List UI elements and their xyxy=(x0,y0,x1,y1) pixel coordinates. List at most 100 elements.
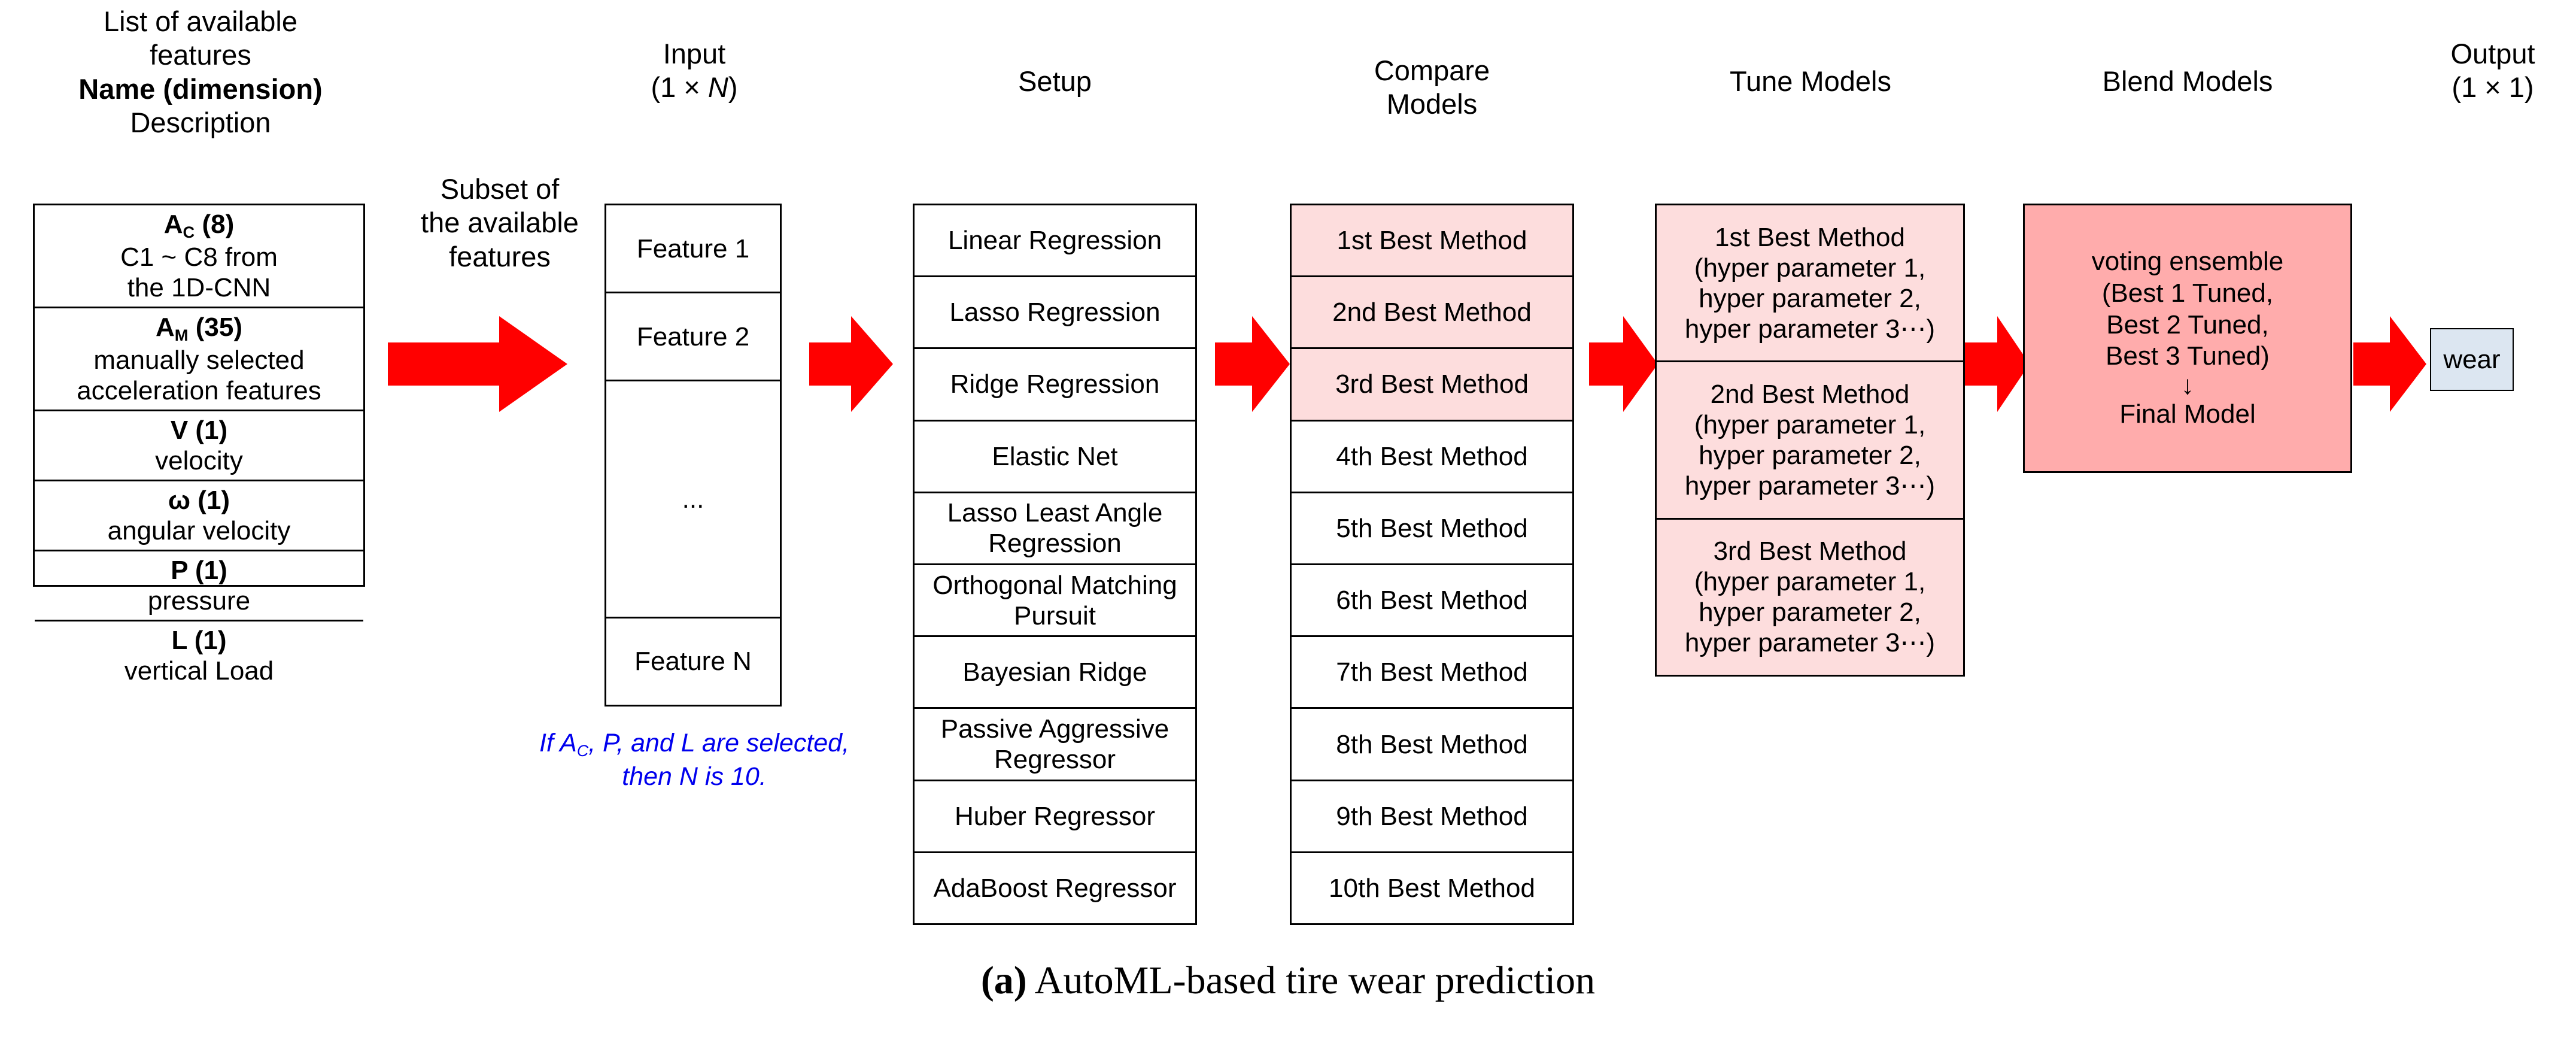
setup-method-row: Bayesian Ridge xyxy=(915,637,1195,709)
tune-hyperparam-1: (hyper parameter 1, xyxy=(1694,410,1926,439)
input-feature-cell: Feature N xyxy=(634,647,752,677)
feature-description: C1 ~ C8 from xyxy=(120,242,278,272)
blend-line2: (Best 1 Tuned, xyxy=(2101,278,2274,308)
setup-method-row: Passive Aggressive Regressor xyxy=(915,709,1195,781)
arrow-blend-to-output xyxy=(2353,316,2426,412)
arrow-input-to-setup xyxy=(809,316,893,412)
tune-method-row: 1st Best Method(hyper parameter 1,hyper … xyxy=(1657,205,1963,363)
input-column-header: Input (1 × N) xyxy=(575,37,814,105)
blend-column-header: Blend Models xyxy=(2023,65,2352,98)
blend-line1: voting ensemble xyxy=(2091,247,2284,276)
subset-label-line3: features xyxy=(449,240,551,272)
setup-method-row: Ridge Regression xyxy=(915,349,1195,422)
feature-row: V (1)velocity xyxy=(35,411,363,481)
arrow-setup-to-compare xyxy=(1215,316,1290,412)
tune-column-header: Tune Models xyxy=(1655,65,1966,98)
output-value-box: wear xyxy=(2430,328,2514,391)
setup-method-row: Elastic Net xyxy=(915,422,1195,493)
feature-description: velocity xyxy=(155,445,243,475)
feature-name: AC (8) xyxy=(163,210,235,242)
down-arrow-icon: ↓ xyxy=(2181,371,2194,401)
input-feature-cell xyxy=(606,538,780,618)
tune-hyperparam-3: hyper parameter 3⋯) xyxy=(1684,628,1936,658)
compare-column-header: Compare Models xyxy=(1290,54,1574,122)
note-pre: If A xyxy=(539,729,577,757)
blend-models-box: voting ensemble (Best 1 Tuned, Best 2 Tu… xyxy=(2023,204,2352,473)
feature-name: V (1) xyxy=(170,415,228,445)
feature-name: ω (1) xyxy=(168,485,230,515)
input-note-line2: then N is 10. xyxy=(622,762,767,791)
tune-hyperparam-3: hyper parameter 3⋯) xyxy=(1684,314,1936,344)
feature-row: ω (1)angular velocity xyxy=(35,481,363,551)
features-header-line4: Description xyxy=(130,107,271,139)
input-feature-cell: ... xyxy=(682,484,704,514)
setup-method-row: Lasso Regression xyxy=(915,277,1195,350)
features-header-line2: features xyxy=(150,39,251,71)
compare-method-row: 10th Best Method xyxy=(1329,873,1535,903)
feature-name: P (1) xyxy=(171,555,227,585)
tune-hyperparam-2: hyper parameter 2, xyxy=(1699,440,1921,470)
tune-method-row: 3rd Best Method(hyper parameter 1,hyper … xyxy=(1657,519,1963,675)
setup-column-header: Setup xyxy=(913,65,1197,98)
input-feature-cell: Feature 2 xyxy=(606,293,780,382)
feature-description: pressure xyxy=(147,586,251,615)
setup-method-row: Orthogonal Matching Pursuit xyxy=(915,565,1195,638)
output-header-line1: Output xyxy=(2450,38,2535,69)
output-column-header: Output (1 × 1) xyxy=(2418,37,2568,105)
compare-method-row: 8th Best Method xyxy=(1292,709,1572,781)
compare-method-row: 9th Best Method xyxy=(1292,781,1572,853)
tune-header-label: Tune Models xyxy=(1730,65,1891,97)
setup-method-row: Lasso Least Angle Regression xyxy=(915,493,1195,566)
compare-method-row: 2nd Best Method xyxy=(1292,277,1572,350)
note-sub: C xyxy=(576,741,589,760)
setup-header-label: Setup xyxy=(1018,65,1092,97)
subset-of-available-features-label: Subset of the available features xyxy=(383,172,616,274)
tune-method-row: 2nd Best Method(hyper parameter 1,hyper … xyxy=(1657,362,1963,520)
input-feature-cell: Feature 1 xyxy=(606,205,780,294)
compare-method-row: 5th Best Method xyxy=(1292,493,1572,566)
input-dim-pre: (1 × xyxy=(651,71,708,104)
figure-caption-text: AutoML-based tire wear prediction xyxy=(1026,959,1596,1002)
compare-header-line2: Models xyxy=(1386,88,1478,120)
setup-method-row: AdaBoost Regressor xyxy=(933,873,1177,903)
output-value-label: wear xyxy=(2443,344,2501,374)
arrow-tune-to-blend xyxy=(1965,316,2030,412)
arrow-compare-to-tune xyxy=(1589,316,1658,412)
input-note-line1: If AC, P, and L are selected, xyxy=(491,727,898,761)
subset-label-line2: the available xyxy=(421,207,579,239)
compare-method-row: 7th Best Method xyxy=(1292,637,1572,709)
tune-method-title: 3rd Best Method xyxy=(1713,536,1907,566)
feature-description: vertical Load xyxy=(124,656,274,686)
note-post: , P, and L are selected, xyxy=(588,729,850,757)
features-column-header: List of available features Name (dimensi… xyxy=(15,5,386,140)
compare-header-line1: Compare xyxy=(1374,54,1490,86)
input-dim-var: N xyxy=(707,71,728,104)
tune-method-title: 2nd Best Method xyxy=(1710,379,1910,409)
figure-caption-label: (a) xyxy=(980,959,1027,1002)
compare-method-row: 1st Best Method xyxy=(1292,205,1572,278)
blend-line6: Final Model xyxy=(2119,399,2256,429)
features-header-line1: List of available xyxy=(104,5,297,37)
feature-row: L (1)vertical Load xyxy=(35,621,363,690)
input-feature-cell xyxy=(606,381,780,460)
tune-hyperparam-2: hyper parameter 2, xyxy=(1699,598,1921,627)
feature-description: angular velocity xyxy=(107,516,291,545)
input-note: If AC, P, and L are selected, then N is … xyxy=(491,727,898,792)
input-dim-post: ) xyxy=(728,71,738,104)
setup-method-row: Linear Regression xyxy=(915,205,1195,278)
figure-caption: (a) AutoML-based tire wear prediction xyxy=(0,958,2576,1003)
tune-method-title: 1st Best Method xyxy=(1715,222,1905,252)
tune-models-list: 1st Best Method(hyper parameter 1,hyper … xyxy=(1655,204,1965,677)
feature-description: acceleration features xyxy=(77,375,321,405)
setup-method-row: Huber Regressor xyxy=(915,781,1195,853)
compare-method-row: 6th Best Method xyxy=(1292,565,1572,638)
output-header-line2: (1 × 1) xyxy=(2452,71,2534,104)
feature-description: manually selected xyxy=(93,345,305,375)
compare-method-row: 4th Best Method xyxy=(1292,422,1572,493)
